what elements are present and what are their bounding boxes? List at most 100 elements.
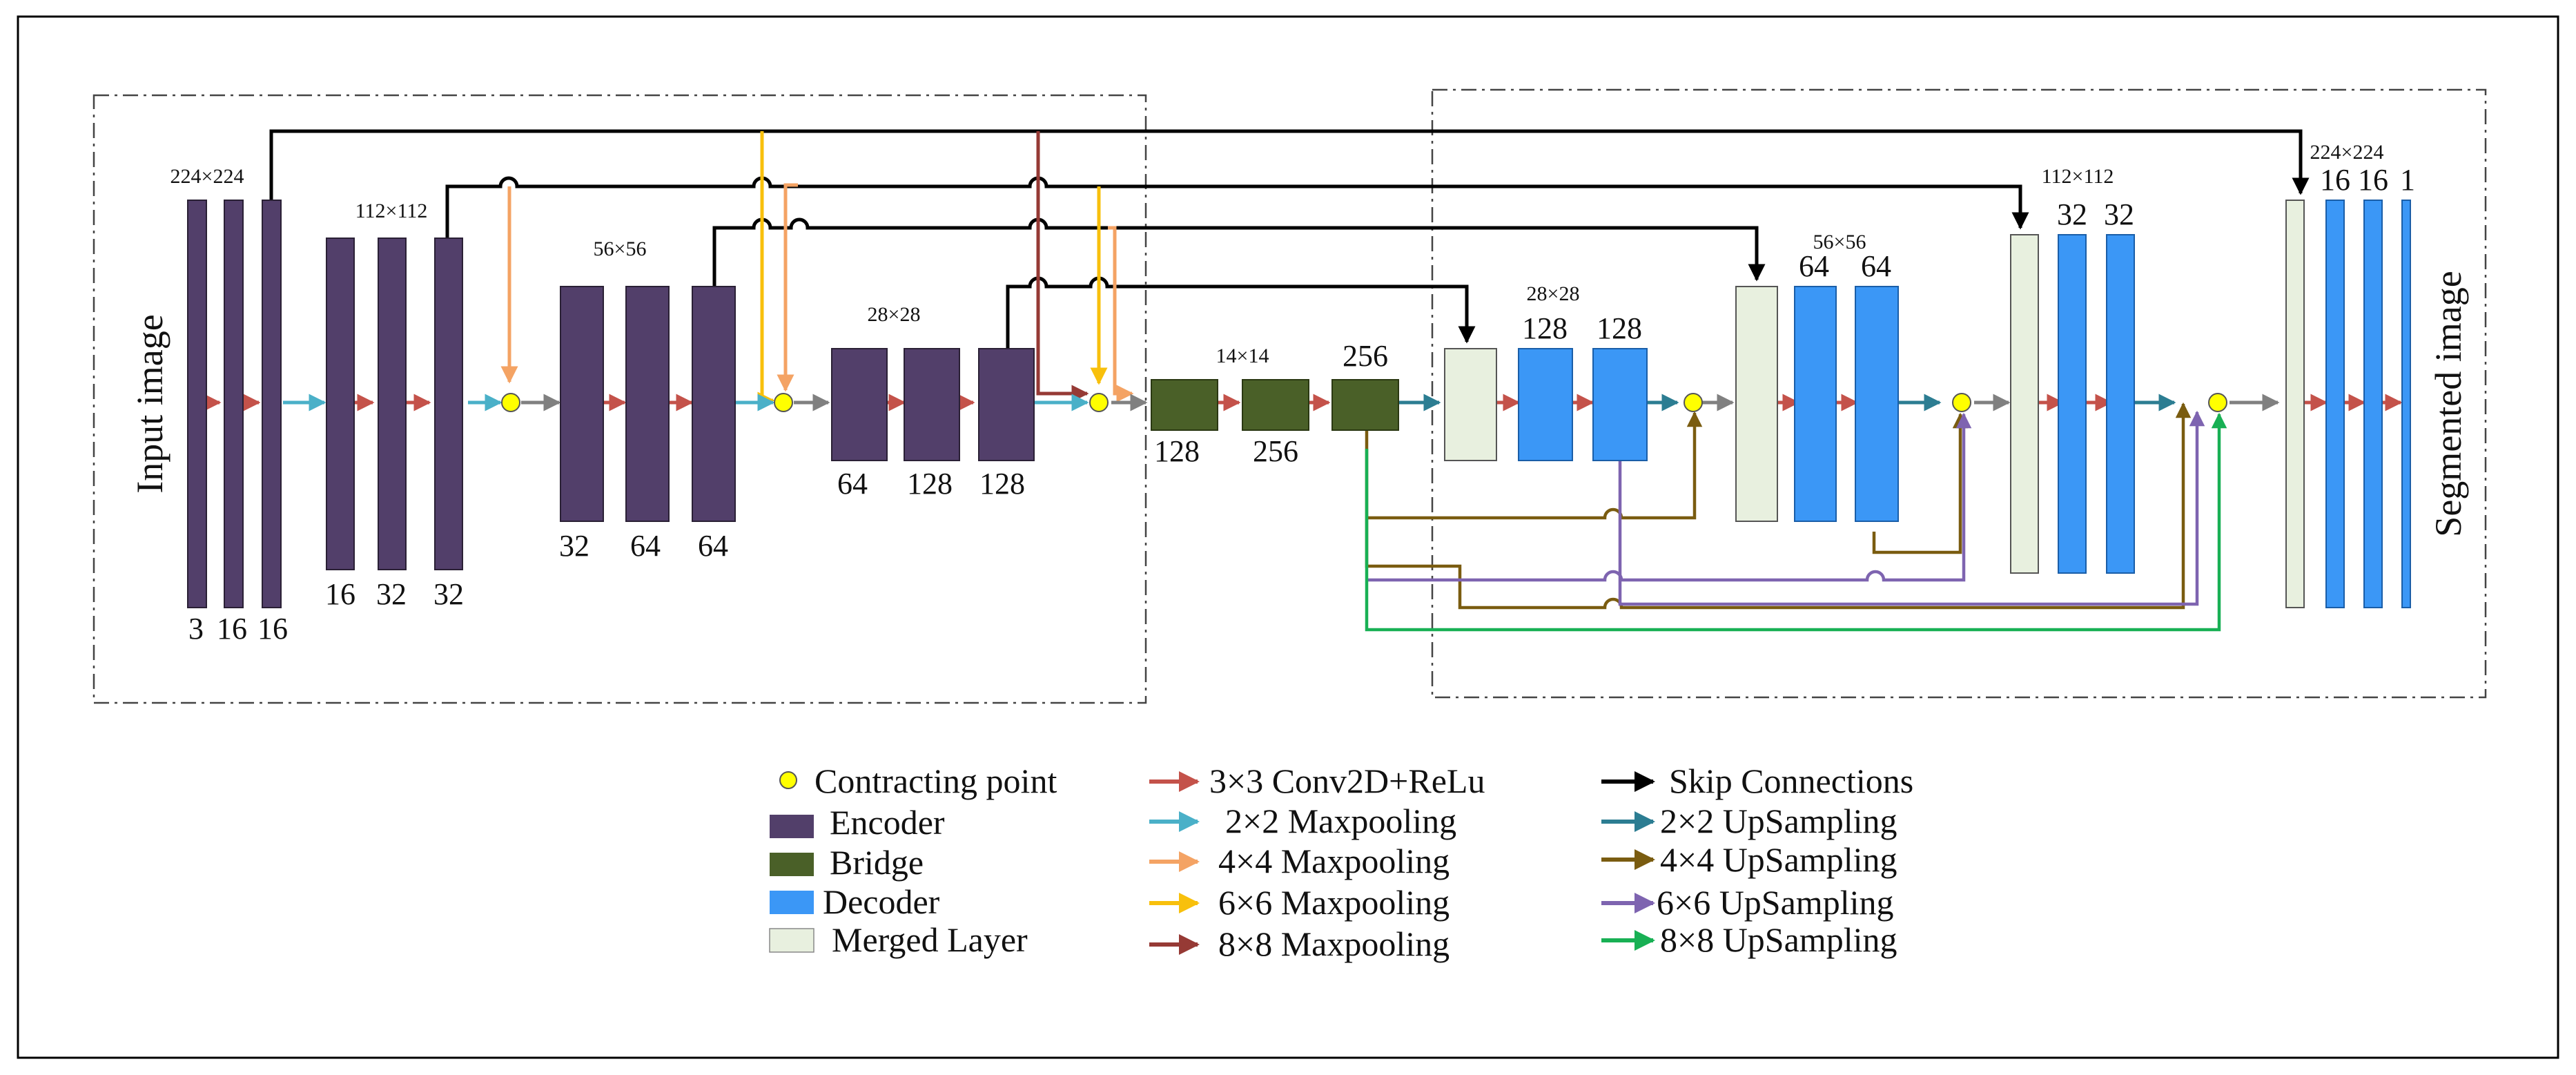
- legend-label: 4×4 Maxpooling: [1218, 842, 1450, 880]
- legend-label: Decoder: [823, 882, 940, 921]
- outer-frame: [17, 15, 2559, 1059]
- channel-label: 32: [559, 529, 589, 563]
- decoder-block-56-a: [1794, 286, 1837, 522]
- size-label: 28×28: [1527, 282, 1580, 305]
- channel-label: 16: [217, 612, 247, 646]
- legend-label: 2×2 Maxpooling: [1225, 802, 1456, 840]
- channel-label: 16: [2358, 163, 2388, 197]
- channel-label: 32: [2057, 197, 2087, 231]
- upsample-4x4-path-a: [1365, 402, 2192, 610]
- channel-label: 1: [2400, 163, 2415, 197]
- decoder-block-112-b: [2106, 234, 2135, 574]
- merged-swatch: [769, 928, 814, 953]
- decoder-block-28-a: [1518, 348, 1573, 461]
- size-labels: 224×224 112×112 56×56 28×28 14×14 28×28 …: [170, 141, 2384, 367]
- legend-label: 8×8 Maxpooling: [1218, 924, 1450, 963]
- size-label: 224×224: [170, 165, 244, 188]
- size-label: 112×112: [2042, 165, 2114, 188]
- channel-label: 16: [325, 577, 355, 611]
- legend-label: 2×2 UpSampling: [1660, 802, 1897, 840]
- decoder-blocks: [1444, 200, 2411, 608]
- merged-layer-224: [2285, 200, 2305, 608]
- maxpool-8x8-path: [1036, 131, 1089, 403]
- upsample-6x6-path-a: [1367, 412, 1972, 582]
- decoder-swatch: [770, 891, 814, 914]
- upsample-8x8-path: [1365, 412, 2227, 632]
- legend-label: 6×6 Maxpooling: [1218, 883, 1450, 922]
- channel-label: 64: [837, 467, 868, 501]
- legend-label: Skip Connections: [1669, 762, 1913, 800]
- encoder-block-28-a: [831, 348, 888, 461]
- skip-connection-28: [1006, 276, 1476, 349]
- merged-layer-56: [1735, 286, 1778, 522]
- decoder-block-224-a: [2325, 200, 2345, 608]
- output-block-224: [2401, 200, 2411, 608]
- legend-label: 3×3 Conv2D+ReLu: [1209, 762, 1485, 800]
- merged-layer-28: [1444, 348, 1497, 461]
- channel-label: 256: [1253, 434, 1298, 468]
- encoder-block-56-b: [625, 286, 670, 522]
- upsample-4x4-path-c: [1872, 412, 1969, 554]
- size-label: 14×14: [1216, 345, 1269, 367]
- size-label: 224×224: [2310, 141, 2384, 164]
- decoder-block-56-b: [1855, 286, 1899, 522]
- bridge-blocks: [1151, 379, 1399, 431]
- decoder-block-112-a: [2058, 234, 2087, 574]
- encoder-block-56-a: [560, 286, 604, 522]
- decoder-group-box: [1431, 88, 2487, 699]
- legend-label: 8×8 UpSampling: [1660, 920, 1897, 959]
- maxpool-connections: [500, 131, 1134, 409]
- contracting-point: [2208, 393, 2227, 412]
- channel-label: 3: [188, 612, 204, 646]
- channel-label: 128: [1154, 434, 1200, 468]
- legend-label: 6×6 UpSampling: [1657, 883, 1893, 922]
- legend: Contracting point Encoder Bridge Decoder…: [769, 762, 1913, 963]
- encoder-block-112-b: [378, 238, 407, 570]
- maxpool-4x4-path-c: [1108, 226, 1134, 403]
- segmented-image-label: Segmented image: [2428, 271, 2469, 536]
- encoder-block-28-c: [978, 348, 1035, 461]
- legend-label: 4×4 UpSampling: [1660, 840, 1897, 879]
- encoder-block-224-a: [187, 200, 207, 608]
- yellow-circle-icon: [779, 771, 797, 789]
- maxpool-6x6-path-a: [757, 131, 775, 409]
- contracting-point: [1952, 393, 1971, 412]
- encoder-blocks: [187, 200, 1035, 608]
- skip-connection-56: [712, 217, 1766, 287]
- legend-label: Merged Layer: [832, 920, 1028, 959]
- contracting-point: [1684, 393, 1703, 412]
- channel-label: 128: [979, 467, 1025, 501]
- channel-label: 32: [2104, 197, 2134, 231]
- encoder-swatch: [770, 815, 814, 838]
- encoder-block-224-b: [224, 200, 244, 608]
- merged-layer-112: [2010, 234, 2039, 574]
- channel-label: 64: [698, 529, 728, 563]
- channel-label: 128: [1597, 311, 1642, 345]
- size-label: 112×112: [355, 200, 428, 222]
- contracting-point: [1089, 393, 1109, 412]
- input-image-label: Input image: [129, 314, 170, 493]
- size-label: 28×28: [868, 303, 921, 326]
- encoder-block-28-b: [904, 348, 960, 461]
- bridge-swatch: [770, 853, 814, 876]
- maxpool-4x4-path-b: [777, 183, 798, 392]
- channel-label: 64: [1799, 249, 1829, 283]
- upsampling-connections: [1365, 402, 2227, 632]
- contracting-point: [774, 393, 793, 412]
- channel-label: 32: [433, 577, 464, 611]
- encoder-block-112-c: [434, 238, 463, 570]
- contracting-point: [501, 393, 520, 412]
- channel-label: 64: [630, 529, 661, 563]
- bridge-block-a: [1151, 379, 1218, 431]
- channel-label: 256: [1343, 339, 1388, 373]
- channel-label: 128: [907, 467, 953, 501]
- channel-labels: 3 16 16 16 32 32 32 64 64 64 128 128 128…: [188, 163, 2415, 646]
- channel-label: 64: [1861, 249, 1891, 283]
- upsample-6x6-path-b: [1618, 410, 2205, 606]
- channel-label: 128: [1522, 311, 1568, 345]
- decoder-block-28-b: [1592, 348, 1648, 461]
- channel-label: 32: [376, 577, 407, 611]
- size-label: 56×56: [1813, 231, 1866, 253]
- channel-label: 16: [2320, 163, 2350, 197]
